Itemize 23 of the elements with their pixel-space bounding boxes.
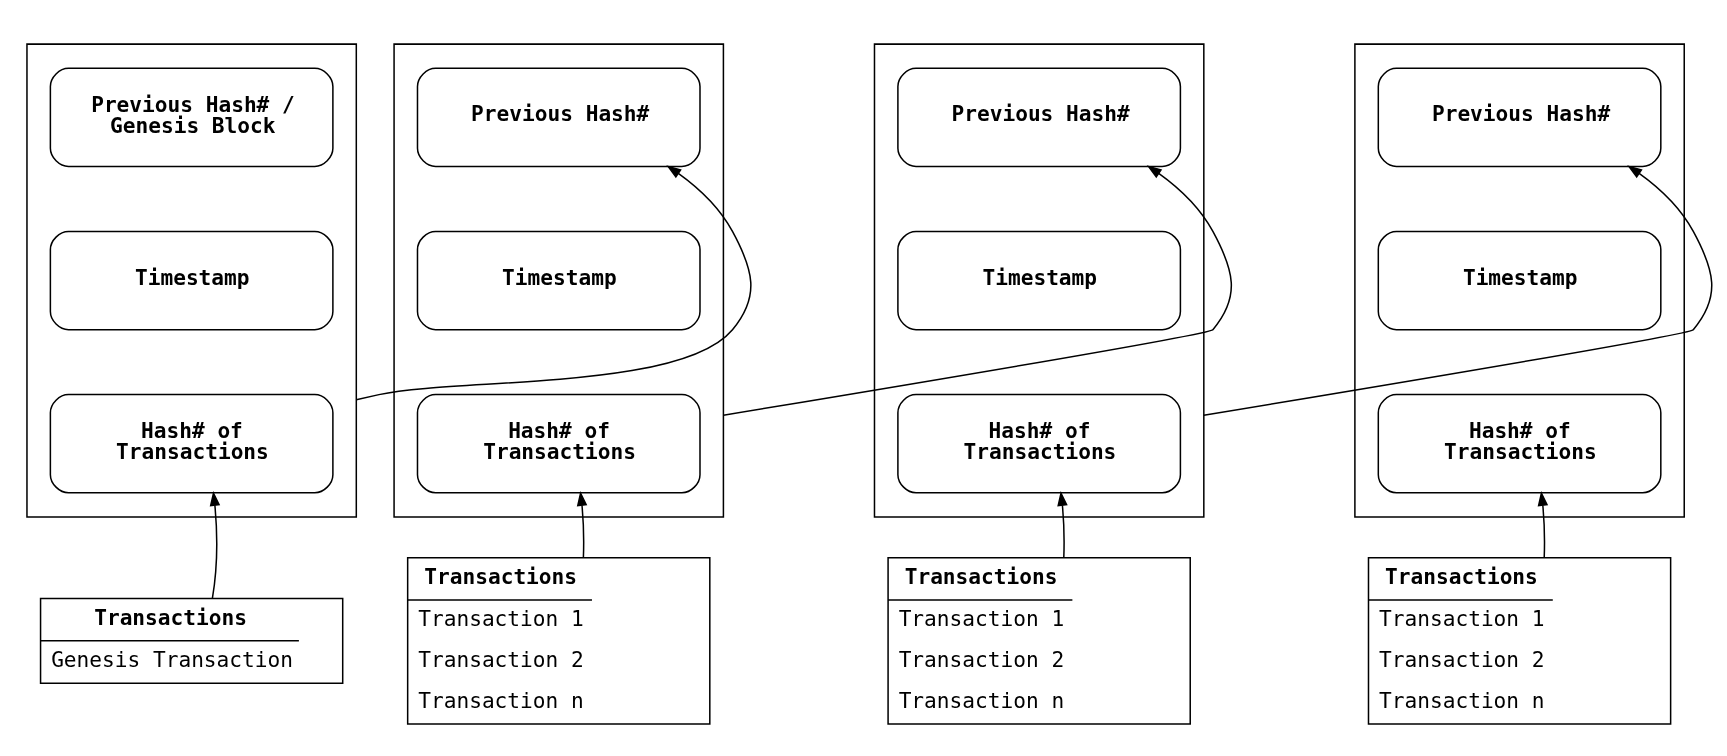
node-box: Hash# of Transactions bbox=[49, 393, 334, 494]
node-box: Hash# of Transactions bbox=[416, 393, 701, 494]
arrow bbox=[722, 165, 1232, 416]
node-box: Timestamp bbox=[49, 230, 334, 331]
node-box: Timestamp bbox=[897, 230, 1182, 331]
arrow bbox=[355, 165, 752, 401]
node-box: Hash# of Transactions bbox=[1377, 393, 1662, 494]
arrow bbox=[1057, 490, 1068, 559]
node-box: Previous Hash# bbox=[897, 67, 1182, 168]
node-box: Hash# of Transactions bbox=[897, 393, 1182, 494]
arrow bbox=[1537, 490, 1549, 559]
cluster bbox=[873, 43, 1205, 518]
cluster bbox=[393, 43, 725, 518]
arrow bbox=[576, 490, 588, 559]
node-box: Timestamp bbox=[416, 230, 701, 331]
arrow bbox=[1203, 165, 1713, 416]
arrow bbox=[209, 490, 221, 600]
node-box: Previous Hash# bbox=[416, 67, 701, 168]
node-box: Previous Hash# / Genesis Block bbox=[49, 67, 334, 168]
node-box: Previous Hash# bbox=[1377, 67, 1662, 168]
cluster bbox=[1354, 43, 1685, 518]
node-box: Timestamp bbox=[1377, 230, 1662, 331]
cluster bbox=[26, 43, 358, 518]
